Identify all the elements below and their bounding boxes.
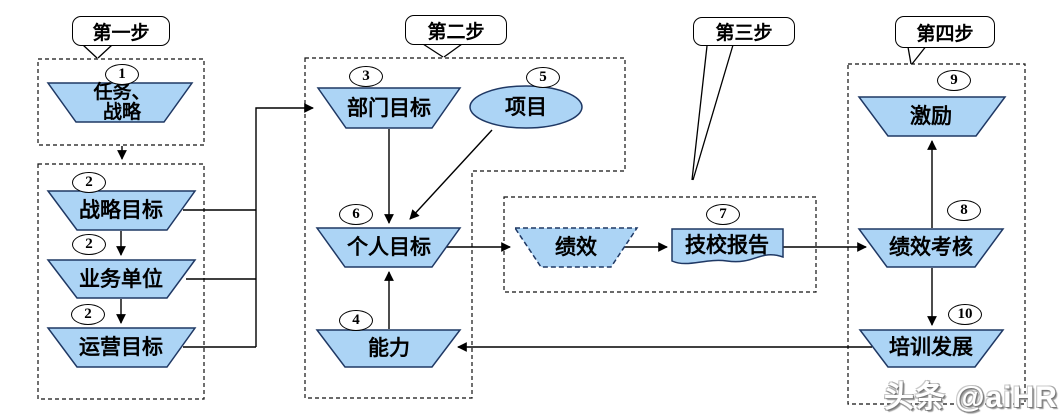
report-document-shape — [671, 228, 784, 265]
abil-trapezoid — [315, 329, 462, 368]
biz-trapezoid — [46, 259, 197, 299]
callout-tail-step3 — [691, 44, 734, 181]
dept-trapezoid — [316, 87, 462, 129]
proj-ellipse — [469, 85, 583, 129]
step1-callout: 第一步 — [72, 16, 170, 46]
num-circle-5: 5 — [526, 67, 560, 88]
appr-trapezoid — [857, 228, 1005, 268]
watermark-text: 头条 @aiHR — [884, 381, 1058, 414]
num-circle-2c: 2 — [71, 304, 105, 325]
step1-box-bottom — [37, 163, 205, 400]
step3-label: 第三步 — [715, 23, 773, 44]
num-circle-6: 6 — [339, 204, 373, 225]
num-circle-2a: 2 — [72, 172, 106, 193]
num-circle-2b: 2 — [72, 234, 106, 255]
callout-tail-step1 — [82, 44, 113, 59]
ince-trapezoid — [857, 96, 1007, 137]
pers-trapezoid — [315, 227, 462, 268]
perf-trapezoid-dashed — [513, 227, 639, 268]
callout-tail-step4 — [907, 44, 928, 65]
step3-callout: 第三步 — [693, 17, 795, 46]
num-circle-8: 8 — [947, 200, 981, 221]
step2-label: 第二步 — [427, 21, 485, 43]
step4-callout: 第四步 — [895, 16, 995, 48]
step2-box — [304, 57, 626, 399]
task-trapezoid — [46, 82, 194, 123]
train-trapezoid — [858, 329, 1005, 368]
num-circle-7: 7 — [706, 204, 740, 225]
step2-callout: 第二步 — [405, 15, 507, 45]
arrow-proj-to-pers — [409, 129, 493, 220]
num-circle-4: 4 — [339, 310, 373, 331]
step4-box — [847, 63, 1026, 405]
num-circle-10: 10 — [948, 304, 982, 325]
strat-trapezoid — [46, 190, 197, 231]
step1-label: 第一步 — [92, 22, 150, 44]
num-circle-9: 9 — [937, 70, 971, 91]
num-circle-1: 1 — [105, 64, 139, 85]
callout-tail-step2 — [422, 43, 463, 58]
arrow-goals-to-dept — [255, 103, 314, 347]
num-circle-3: 3 — [349, 66, 383, 87]
step4-label: 第四步 — [916, 23, 974, 45]
oper-trapezoid — [46, 327, 197, 368]
